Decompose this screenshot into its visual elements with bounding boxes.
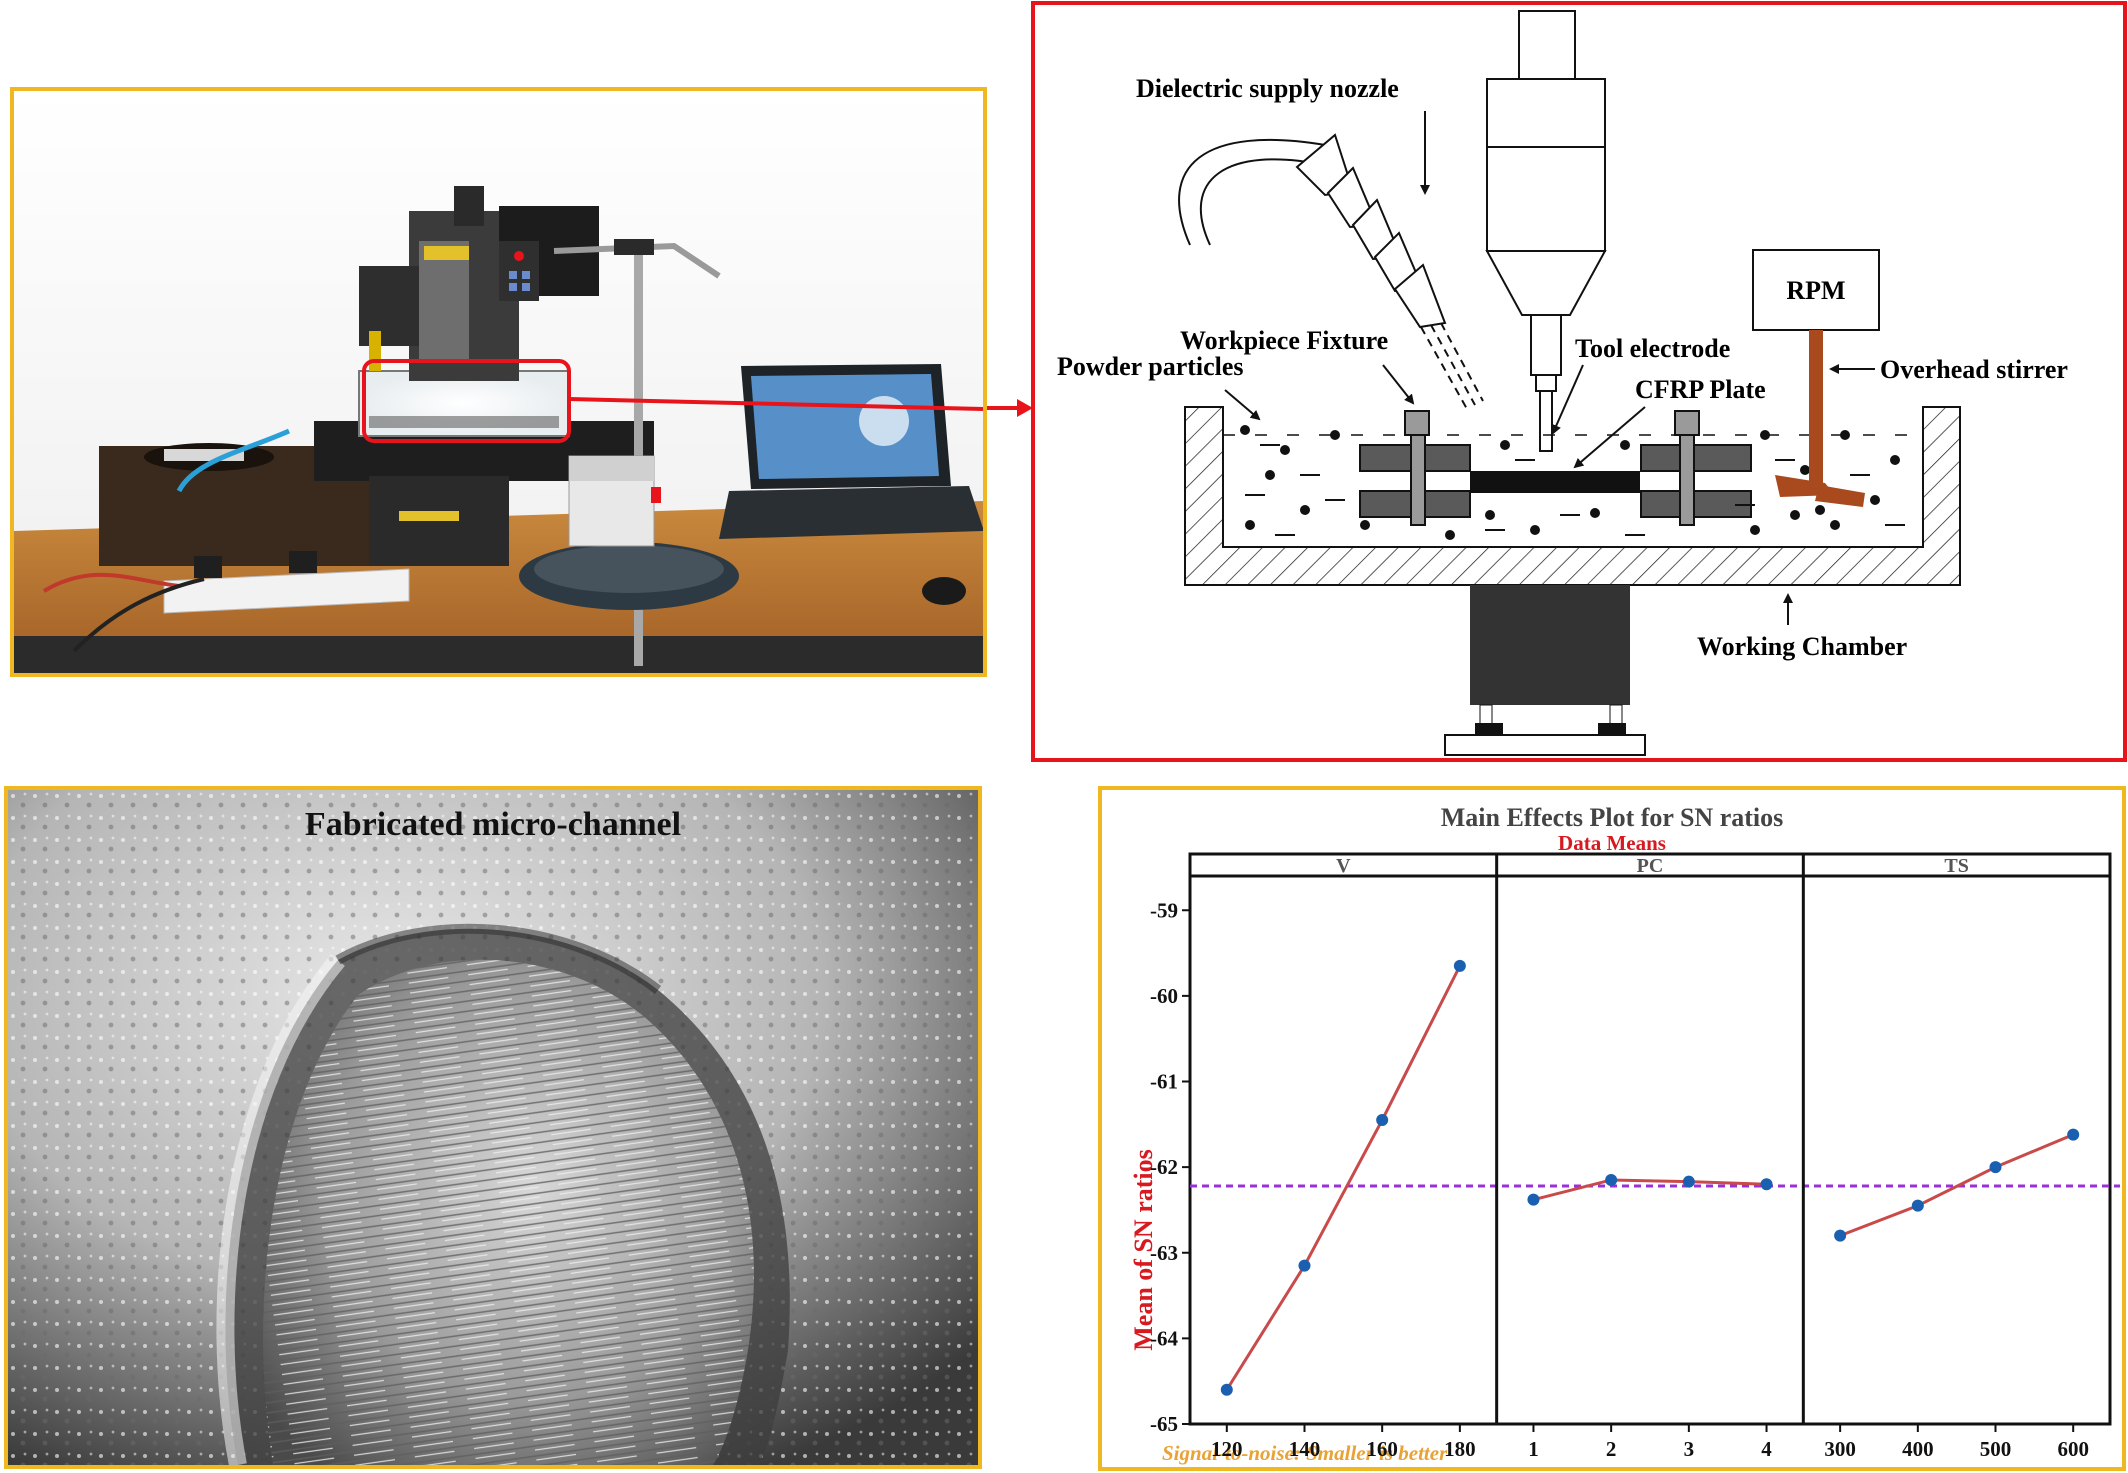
- dielectric-dashes: [1245, 444, 1905, 536]
- x-tick-label-TS-1: 400: [1902, 1437, 1934, 1461]
- x-tick-label-TS-2: 500: [1980, 1437, 2012, 1461]
- label-cfrp-plate: CFRP Plate: [1635, 375, 1766, 404]
- label-dielectric-nozzle: Dielectric supply nozzle: [1136, 74, 1399, 103]
- panel-header-V: V: [1336, 855, 1351, 877]
- spindle-body: [1486, 78, 1606, 252]
- callout-line: [568, 397, 983, 411]
- series-line-PC: [1533, 1178, 1767, 1202]
- chart-footer: Signal-to-noise: Smaller is better: [1162, 1441, 1448, 1465]
- working-chamber: [1184, 406, 1961, 586]
- y-tick-label-1: -60: [1150, 984, 1178, 1008]
- data-point-PC-3: [1760, 1178, 1773, 1191]
- main-effects-chart: Main Effects Plot for SN ratios Data Mea…: [1129, 803, 2120, 1465]
- y-tick-label-2: -61: [1150, 1070, 1178, 1094]
- x-tick-label-PC-1: 2: [1606, 1437, 1617, 1461]
- fixture-bolts: [1404, 410, 1700, 526]
- plot-frame: [1188, 852, 2112, 1426]
- callout-arrow: [987, 399, 1033, 417]
- x-tick-label-V-0: 120: [1211, 1437, 1243, 1461]
- label-rpm: RPM: [1786, 276, 1845, 305]
- chart-plot-area: -59 -60 -61 -62 -63 -64 -65 V 120 140 160 180 PC 1 2 3 4…: [1150, 852, 2120, 1461]
- data-point-TS-0: [1834, 1229, 1847, 1242]
- data-point-PC-1: [1605, 1173, 1618, 1186]
- sem-micrograph: Fabricated micro-channel: [8, 790, 978, 1465]
- data-point-V-0: [1220, 1383, 1233, 1396]
- series-line-TS: [1839, 1133, 2074, 1238]
- workpiece-fixture: [1359, 444, 1752, 518]
- mouse: [922, 577, 966, 605]
- x-tick-label-TS-0: 300: [1824, 1437, 1856, 1461]
- pmedm-schematic: Dielectric supply nozzle Workpiece Fixtu…: [1057, 10, 2068, 756]
- label-powder-particles: Powder particles: [1057, 352, 1244, 381]
- setup-photo: [14, 91, 983, 673]
- spindle-top: [1518, 10, 1576, 80]
- x-tick-label-PC-0: 1: [1528, 1437, 1539, 1461]
- chart-title: Main Effects Plot for SN ratios: [1441, 803, 1784, 832]
- label-working-chamber: Working Chamber: [1697, 632, 1907, 661]
- label-workpiece-fixture: Workpiece Fixture: [1180, 326, 1388, 355]
- x-tick-label-TS-3: 600: [2057, 1437, 2089, 1461]
- x-tick-label-V-1: 140: [1289, 1437, 1321, 1461]
- x-tick-label-V-2: 160: [1366, 1437, 1398, 1461]
- data-point-V-3: [1453, 959, 1466, 972]
- data-point-TS-1: [1911, 1199, 1924, 1212]
- chart-subtitle: Data Means: [1558, 831, 1666, 855]
- panel-header-TS: TS: [1944, 855, 1968, 877]
- rpm-box: [1752, 249, 1880, 331]
- series-line-V: [1225, 965, 1462, 1391]
- label-tool-electrode: Tool electrode: [1575, 334, 1730, 363]
- tool-electrode: [1539, 390, 1553, 452]
- sem-title: Fabricated micro-channel: [305, 806, 681, 843]
- cfrp-plate: [1470, 471, 1640, 493]
- setup-photo-panel: [10, 87, 987, 677]
- machine-bed: [1444, 734, 1646, 756]
- y-tick-label-3: -62: [1150, 1155, 1178, 1179]
- x-tick-label-V-3: 180: [1444, 1437, 1476, 1461]
- schematic-panel: Dielectric supply nozzle Workpiece Fixtu…: [1031, 1, 2127, 762]
- dielectric-nozzle: [1295, 133, 1447, 329]
- data-point-V-2: [1376, 1114, 1389, 1127]
- label-overhead-stirrer: Overhead stirrer: [1880, 355, 2068, 384]
- sem-image-panel: Fabricated micro-channel: [4, 786, 982, 1469]
- main-effects-chart-panel: Main Effects Plot for SN ratios Data Mea…: [1098, 786, 2126, 1471]
- panel-header-PC: PC: [1637, 855, 1664, 877]
- data-point-V-1: [1298, 1259, 1311, 1272]
- data-point-TS-2: [1989, 1161, 2002, 1174]
- y-tick-label-6: -65: [1150, 1412, 1178, 1436]
- y-tick-label-5: -64: [1150, 1326, 1178, 1350]
- data-point-PC-2: [1682, 1175, 1695, 1188]
- powder-particles: [1240, 425, 1900, 540]
- stirrer-shaft: [1809, 330, 1823, 490]
- y-axis-label: Mean of SN ratios: [1129, 1149, 1158, 1350]
- chamber-pedestal: [1470, 585, 1630, 705]
- x-tick-label-PC-3: 4: [1761, 1437, 1772, 1461]
- y-tick-label-0: -59: [1150, 898, 1178, 922]
- data-point-PC-0: [1527, 1193, 1540, 1206]
- y-tick-label-4: -63: [1150, 1241, 1178, 1265]
- data-point-TS-3: [2067, 1128, 2080, 1141]
- x-tick-label-PC-2: 3: [1684, 1437, 1695, 1461]
- dielectric-spray: [1420, 322, 1484, 410]
